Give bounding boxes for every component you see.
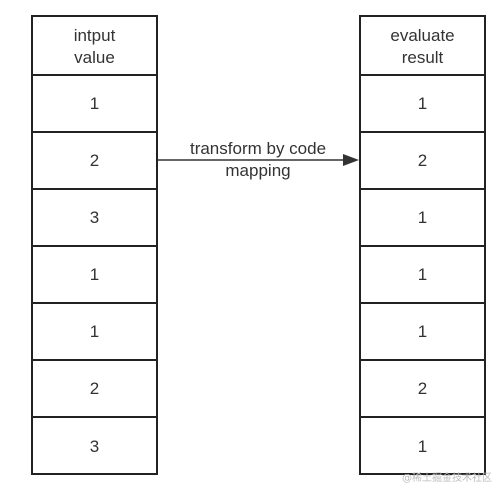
input-value-cell: 3 [89,436,100,456]
result-value-cell: 2 [361,361,484,418]
input-value-cell: 1 [33,76,156,133]
input-value-cell: 3 [33,190,156,247]
result-value-cell: 1 [361,76,484,133]
input-header-line-2: value [74,47,115,67]
result-value-cell: 2 [361,133,484,190]
input-value-table: intput value 1 2 3 1 1 2 3 [31,15,158,475]
input-table-header: intput value [33,17,156,76]
evaluate-result-table: evaluate result 1 2 1 1 1 2 1 [359,15,486,475]
result-header-line-1: evaluate [390,25,455,45]
input-value-cell: 2 [33,361,156,418]
input-value-cell: 1 [33,247,156,304]
result-value-cell: 1 [417,436,428,456]
result-value-cell: 1 [361,304,484,361]
input-value-cell: 1 [33,304,156,361]
arrow-label-line-1: transform by code [189,139,327,158]
arrow-label: transform by code mapping [168,138,348,182]
watermark: @稀土掘金技术社区 [402,473,492,484]
result-header-line-2: result [401,47,444,67]
arrow-head-icon [343,154,359,166]
input-header-line-1: intput [73,25,116,45]
input-value-cell: 2 [33,133,156,190]
result-value-cell: 1 [361,190,484,247]
result-value-cell: 1 [361,247,484,304]
arrow-label-line-2: mapping [225,161,291,180]
result-table-header: evaluate result [361,17,484,76]
